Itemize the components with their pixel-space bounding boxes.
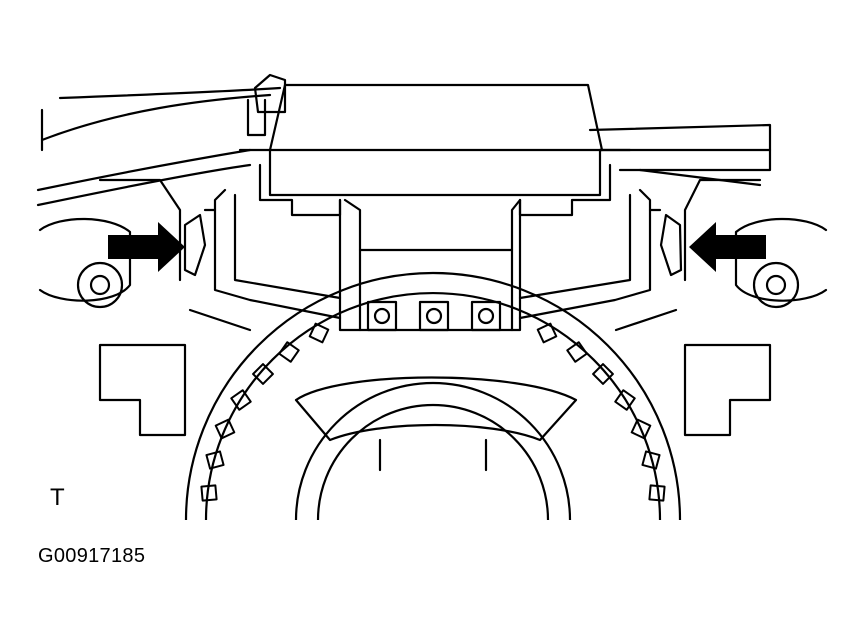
right-mount-bracket bbox=[614, 178, 828, 437]
control-housing bbox=[238, 83, 632, 332]
arrow-right-icon bbox=[108, 222, 185, 272]
left-retaining-clip bbox=[183, 188, 342, 320]
terminal-block bbox=[366, 300, 502, 332]
arrow-left-icon bbox=[689, 222, 766, 272]
figure-code: G00917185 bbox=[38, 545, 146, 567]
ring-slots bbox=[200, 322, 666, 502]
column-bracket bbox=[36, 86, 772, 207]
spiral-cable bbox=[184, 271, 682, 520]
harness-connector bbox=[246, 73, 287, 137]
view-letter: T bbox=[50, 484, 65, 511]
right-retaining-clip bbox=[518, 188, 683, 320]
